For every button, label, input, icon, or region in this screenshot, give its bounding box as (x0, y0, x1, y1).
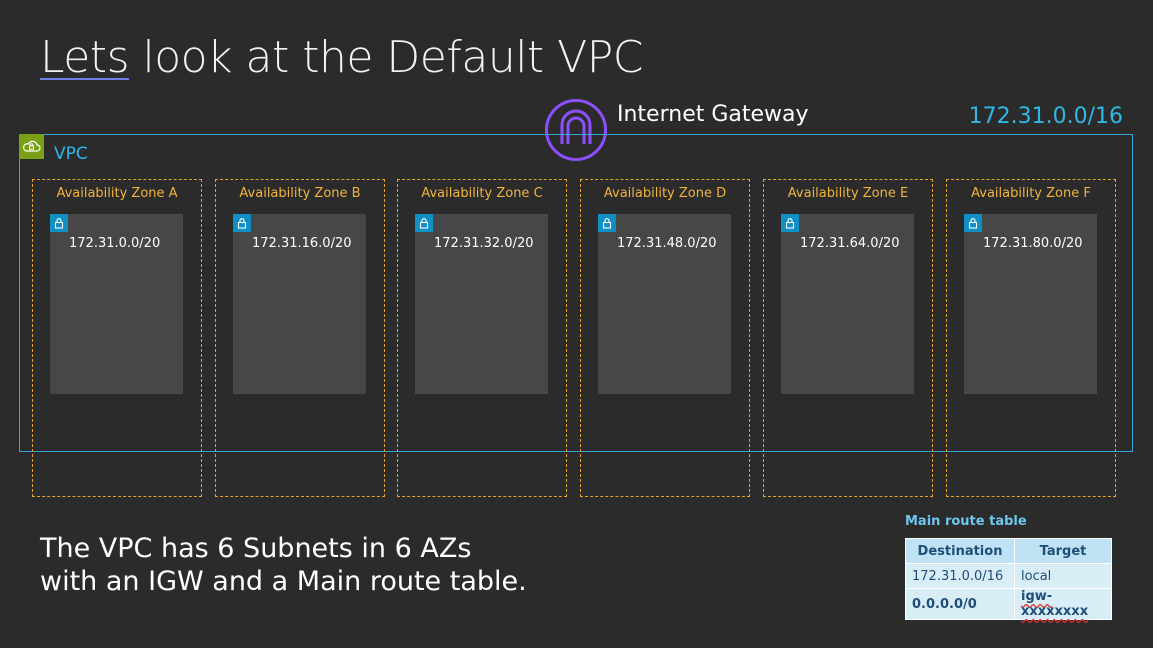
internet-gateway-label: Internet Gateway (617, 102, 809, 127)
route-target: local (1014, 563, 1112, 589)
title-rest: look at the Default VPC (129, 32, 644, 83)
route-table-title: Main route table (905, 514, 1027, 529)
table-row: 172.31.0.0/16 local (905, 563, 1112, 589)
title-underlined-word: Lets (40, 32, 130, 83)
az-label: Availability Zone F (971, 186, 1091, 201)
az-label: Availability Zone D (603, 186, 727, 201)
table-row: 0.0.0.0/0 igw-xxxxxxxx (905, 588, 1112, 620)
subnet: 172.31.64.0/20 (781, 214, 914, 394)
page-title: Lets look at the Default VPC (40, 32, 644, 83)
availability-zone-e: Availability Zone E 172.31.64.0/20 (763, 179, 933, 497)
az-label: Availability Zone A (56, 186, 178, 201)
summary-line-2: with an IGW and a Main route table. (40, 566, 527, 597)
subnet-cidr: 172.31.16.0/20 (252, 236, 352, 251)
subnet-cidr: 172.31.64.0/20 (800, 236, 900, 251)
subnet-cidr: 172.31.48.0/20 (617, 236, 717, 251)
subnet-lock-icon (50, 214, 68, 232)
subnet: 172.31.16.0/20 (233, 214, 366, 394)
subnet: 172.31.32.0/20 (415, 214, 548, 394)
subnet: 172.31.48.0/20 (598, 214, 731, 394)
subnet-lock-icon (964, 214, 982, 232)
vpc-cidr: 172.31.0.0/16 (968, 104, 1123, 129)
subnet-cidr: 172.31.32.0/20 (434, 236, 534, 251)
header-destination: Destination (905, 538, 1015, 564)
header-target: Target (1014, 538, 1112, 564)
availability-zone-c: Availability Zone C 172.31.32.0/20 (397, 179, 567, 497)
subnet-cidr: 172.31.80.0/20 (983, 236, 1083, 251)
route-destination: 172.31.0.0/16 (905, 563, 1015, 589)
az-label: Availability Zone B (239, 186, 361, 201)
internet-gateway-icon (545, 99, 607, 161)
summary-line-1: The VPC has 6 Subnets in 6 AZs (40, 533, 472, 564)
availability-zone-d: Availability Zone D 172.31.48.0/20 (580, 179, 750, 497)
availability-zone-b: Availability Zone B 172.31.16.0/20 (215, 179, 385, 497)
subnet: 172.31.0.0/20 (50, 214, 183, 394)
subnet-lock-icon (598, 214, 616, 232)
subnet-cidr: 172.31.0.0/20 (69, 236, 161, 251)
subnet-lock-icon (233, 214, 251, 232)
subnet-lock-icon (781, 214, 799, 232)
availability-zone-a: Availability Zone A 172.31.0.0/20 (32, 179, 202, 497)
subnet-lock-icon (415, 214, 433, 232)
availability-zone-f: Availability Zone F 172.31.80.0/20 (946, 179, 1116, 497)
route-target: igw-xxxxxxxx (1014, 588, 1112, 620)
az-label: Availability Zone C (421, 186, 543, 201)
vpc-box (19, 134, 1133, 452)
vpc-cloud-lock-icon (19, 134, 44, 159)
subnet: 172.31.80.0/20 (964, 214, 1097, 394)
route-table: Destination Target 172.31.0.0/16 local 0… (905, 538, 1112, 620)
vpc-label: VPC (54, 144, 88, 164)
route-destination: 0.0.0.0/0 (905, 588, 1015, 620)
az-label: Availability Zone E (787, 186, 909, 201)
summary-text: The VPC has 6 Subnets in 6 AZs with an I… (40, 532, 527, 598)
route-table-header-row: Destination Target (905, 538, 1112, 564)
